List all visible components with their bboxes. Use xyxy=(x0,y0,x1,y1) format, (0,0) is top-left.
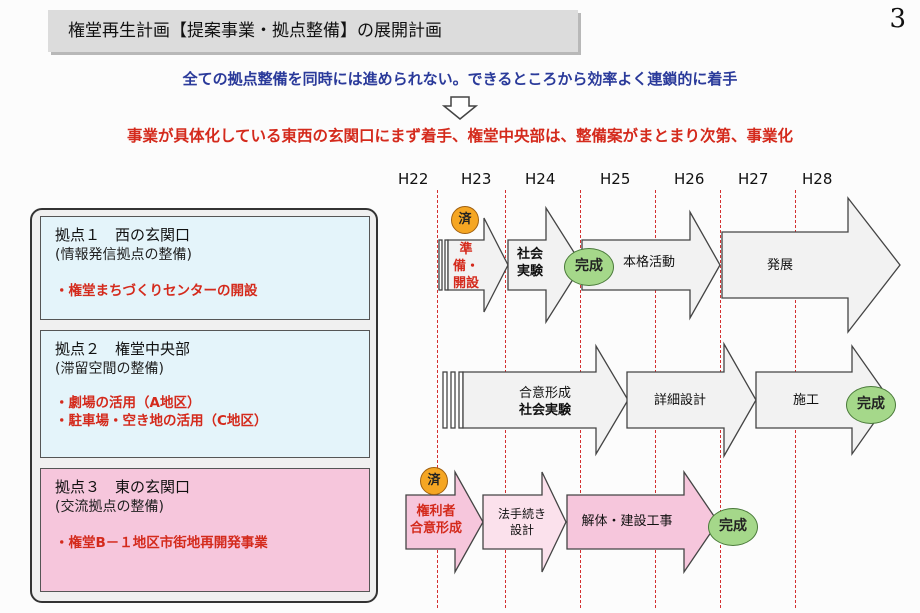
step-label: 発展 xyxy=(766,258,793,273)
row2-arrow-design xyxy=(626,341,757,459)
site-box-3: 拠点３ 東の玄関口 (交流拠点の整備) ・権堂B－１地区市街地再開発事業 xyxy=(40,468,370,592)
row1-arrow-prep xyxy=(447,217,509,313)
page-number: 3 xyxy=(889,4,906,34)
site-subtitle: (滞留空間の整備) xyxy=(55,361,164,377)
row1-arrow-development xyxy=(721,196,901,334)
step-label: 準備・ 開設 xyxy=(448,242,484,293)
year-h26: H26 xyxy=(674,170,705,188)
subtitle: 全ての拠点整備を同時には進められない。できるところから効率よく連鎖的に着手 xyxy=(182,70,738,88)
step-label: 解体・建設工事 xyxy=(581,514,673,529)
step-label: 法手続き xyxy=(497,507,546,521)
step-label: 詳細設計 xyxy=(653,393,706,408)
completion-badge: 完成 xyxy=(564,248,614,286)
step-label: 法手続き 設計 xyxy=(492,507,552,538)
site-title: 拠点３ 東の玄関口 xyxy=(55,478,191,496)
year-h23: H23 xyxy=(461,170,492,188)
site-box-1: 拠点１ 西の玄関口 (情報発信拠点の整備) ・権堂まちづくりセンターの開設 xyxy=(40,216,370,320)
year-h25: H25 xyxy=(600,170,631,188)
step-label: 合意形成 xyxy=(409,520,462,536)
page-title: 権堂再生計画【提案事業・拠点整備】の展開計画 xyxy=(48,10,578,52)
step-label: 権利者 合意形成 xyxy=(408,504,464,538)
site-box-2: 拠点２ 権堂中央部 (滞留空間の整備) ・劇場の活用（A地区） ・駐車場・空き地… xyxy=(40,330,370,458)
headline: 事業が具体化している東西の玄関口にまず着手、権堂中央部は、整備案がまとまり次第、… xyxy=(126,127,794,145)
done-badge: 済 xyxy=(420,467,448,495)
site-item: ・権堂まちづくりセンターの開設 xyxy=(55,282,258,299)
row1-arrow-operation xyxy=(581,209,721,321)
step-label: 社会実験 xyxy=(518,402,571,418)
site-subtitle: (交流拠点の整備) xyxy=(55,499,164,515)
year-h22: H22 xyxy=(398,170,429,188)
year-h28: H28 xyxy=(802,170,833,188)
site-subtitle: (情報発信拠点の整備) xyxy=(55,247,192,263)
row3-arrow-legal xyxy=(482,471,567,573)
step-label: 開設 xyxy=(452,275,479,291)
site-item: ・劇場の活用（A地区） xyxy=(55,394,201,411)
row3-arrow-rights xyxy=(405,469,484,575)
done-badge: 済 xyxy=(451,206,479,234)
step-label: 合意形成 社会実験 xyxy=(495,386,595,420)
row3-arrow-build xyxy=(566,469,719,575)
step-label: 本格活動 xyxy=(622,255,675,270)
step-label: 設計 xyxy=(509,522,534,537)
year-divider xyxy=(437,190,438,608)
completion-badge: 完成 xyxy=(708,508,758,546)
step-label: 権利者 xyxy=(416,504,456,519)
step-label: 準備・ xyxy=(452,242,479,274)
step-label: 合意形成 xyxy=(518,386,571,401)
step-label: 社会 実験 xyxy=(512,247,548,281)
down-arrow-icon xyxy=(442,96,478,120)
site-title: 拠点１ 西の玄関口 xyxy=(55,226,191,244)
year-h27: H27 xyxy=(738,170,769,188)
step-label: 施工 xyxy=(792,393,819,408)
start-bar xyxy=(450,371,456,429)
site-item: ・駐車場・空き地の活用（C地区） xyxy=(55,413,268,430)
completion-badge: 完成 xyxy=(846,386,896,424)
start-bar xyxy=(438,239,443,291)
start-bar xyxy=(442,371,448,429)
row1-arrow-experiment xyxy=(507,205,583,325)
site-item: ・権堂B－１地区市街地再開発事業 xyxy=(55,534,268,551)
row2-arrow-consensus xyxy=(462,343,629,457)
step-label: 実験 xyxy=(516,263,543,279)
site-title: 拠点２ 権堂中央部 xyxy=(55,340,191,358)
row2-arrow-construction xyxy=(755,343,891,457)
year-h24: H24 xyxy=(525,170,556,188)
step-label: 社会 xyxy=(516,247,543,262)
